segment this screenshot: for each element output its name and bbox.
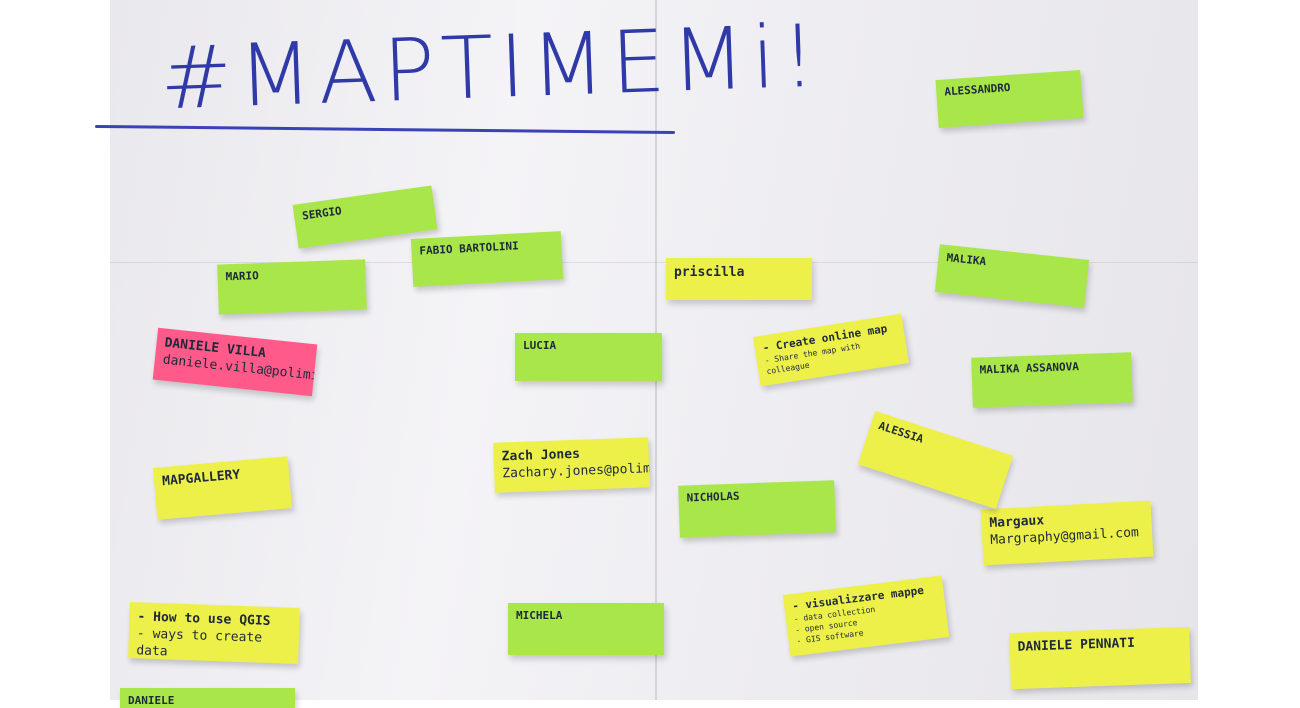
sticky-note: MARIO (217, 259, 367, 315)
note-name: DANIELE PENNATI (1017, 635, 1136, 655)
note-name: MALIKA ASSANOVA (979, 360, 1080, 377)
note-line: Zachary.jones@polimi.it (502, 460, 650, 482)
note-name: MAPGALLERY (161, 467, 241, 490)
sticky-note: ALESSANDRO (935, 70, 1084, 128)
note-name: DANIELE (128, 694, 175, 707)
note-name: NICHOLAS (686, 489, 740, 505)
sticky-note: MALIKA ASSANOVA (971, 352, 1133, 408)
note-name: LUCIA (523, 339, 557, 352)
note-name: ALESSANDRO (943, 80, 1011, 99)
sticky-note: LUCIA (515, 333, 662, 381)
note-name: FABIO BARTOLINI (419, 239, 520, 258)
sticky-note: DANIELE PENNATI (1009, 626, 1191, 690)
paper-fold-horizontal (110, 262, 1198, 263)
sticky-note: DANIELE (120, 688, 295, 708)
note-name: MARIO (225, 269, 259, 284)
sticky-note: priscilla (666, 258, 812, 300)
sticky-note: FABIO BARTOLINI (410, 231, 564, 287)
note-name: MICHELA (516, 609, 563, 622)
sticky-note: NICHOLAS (678, 480, 836, 538)
note-line: - ways to create data (136, 626, 263, 660)
sticky-note: - How to use QGIS- ways to create datafo… (128, 602, 300, 664)
note-name: priscilla (674, 265, 745, 280)
sticky-note: MICHELA (508, 603, 664, 655)
